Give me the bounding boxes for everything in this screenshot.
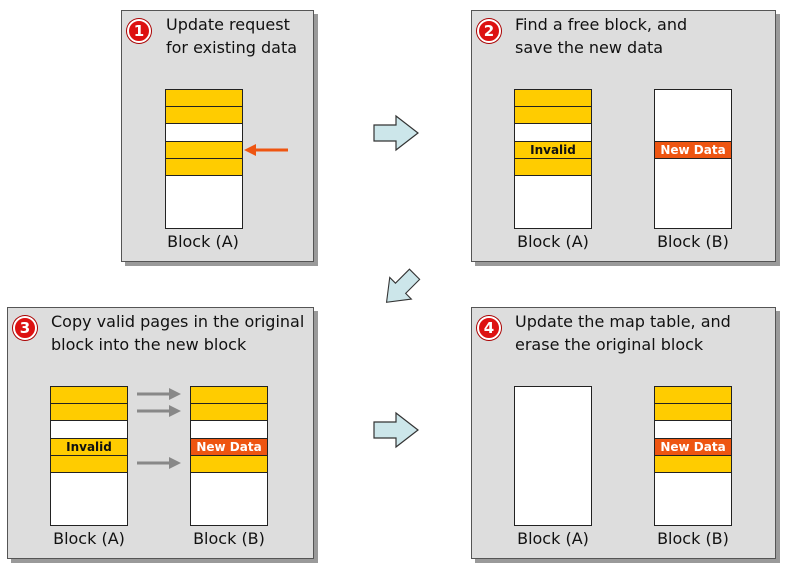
copy-arrow-icon (137, 405, 181, 417)
block-b-label: Block (B) (657, 529, 729, 548)
step-number-badge: 3 (13, 316, 37, 340)
block-a-label: Block (A) (53, 529, 125, 548)
new-data-page: New Data (190, 438, 268, 456)
step-number-badge: 1 (127, 19, 151, 43)
block-b: New Data (654, 89, 732, 229)
step-caption: Copy valid pages in the original block i… (51, 310, 304, 356)
block-b: New Data (654, 386, 732, 526)
caption-line-2: save the new data (515, 38, 664, 57)
step-number-badge: 4 (477, 316, 501, 340)
step-4-panel: 4 Update the map table, and erase the or… (471, 307, 776, 559)
step-2-panel: 2 Find a free block, and save the new da… (471, 10, 776, 262)
block-a: Invalid (514, 89, 592, 229)
valid-page (165, 106, 243, 124)
update-arrow-icon (244, 144, 288, 156)
block-b: New Data (190, 386, 268, 526)
block-a: Invalid (50, 386, 128, 526)
new-data-page: New Data (654, 438, 732, 456)
valid-page (50, 403, 128, 421)
valid-page (514, 89, 592, 107)
block-a-label: Block (A) (167, 232, 239, 251)
caption-line-2: block into the new block (51, 335, 247, 354)
valid-page (165, 158, 243, 176)
block-b-label: Block (B) (657, 232, 729, 251)
invalid-page: Invalid (50, 438, 128, 456)
caption-line-1: Copy valid pages in the original (51, 312, 305, 331)
copied-page (190, 386, 268, 404)
step-caption: Find a free block, and save the new data (515, 13, 687, 59)
caption-line-1: Update the map table, and (515, 312, 731, 331)
caption-line-1: Find a free block, and (515, 15, 688, 34)
step-number-badge: 2 (477, 19, 501, 43)
copy-arrow-icon (137, 457, 181, 469)
block-a-erased (514, 386, 592, 526)
updated-page (165, 141, 243, 159)
step-1-panel: 1 Update request for existing data Block… (121, 10, 314, 262)
flow-arrow-icon (373, 411, 419, 449)
block-a-label: Block (A) (517, 529, 589, 548)
valid-page (50, 386, 128, 404)
step-caption: Update the map table, and erase the orig… (515, 310, 731, 356)
block-a (165, 89, 243, 229)
copied-page (190, 455, 268, 473)
block-a-label: Block (A) (517, 232, 589, 251)
valid-page (165, 89, 243, 107)
valid-page (654, 386, 732, 404)
caption-line-1: Update request (166, 15, 290, 34)
caption-line-2: erase the original block (515, 335, 704, 354)
flow-arrow-icon (385, 268, 421, 303)
flow-arrow-icon (373, 114, 419, 152)
caption-line-2: for existing data (166, 38, 298, 57)
step-caption: Update request for existing data (166, 13, 297, 59)
invalid-page: Invalid (514, 141, 592, 159)
valid-page (654, 455, 732, 473)
valid-page (654, 403, 732, 421)
copied-page (190, 403, 268, 421)
valid-page (514, 158, 592, 176)
valid-page (50, 455, 128, 473)
step-3-panel: 3 Copy valid pages in the original block… (7, 307, 314, 559)
valid-page (514, 106, 592, 124)
copy-arrow-icon (137, 388, 181, 400)
block-b-label: Block (B) (193, 529, 265, 548)
new-data-page: New Data (654, 141, 732, 159)
